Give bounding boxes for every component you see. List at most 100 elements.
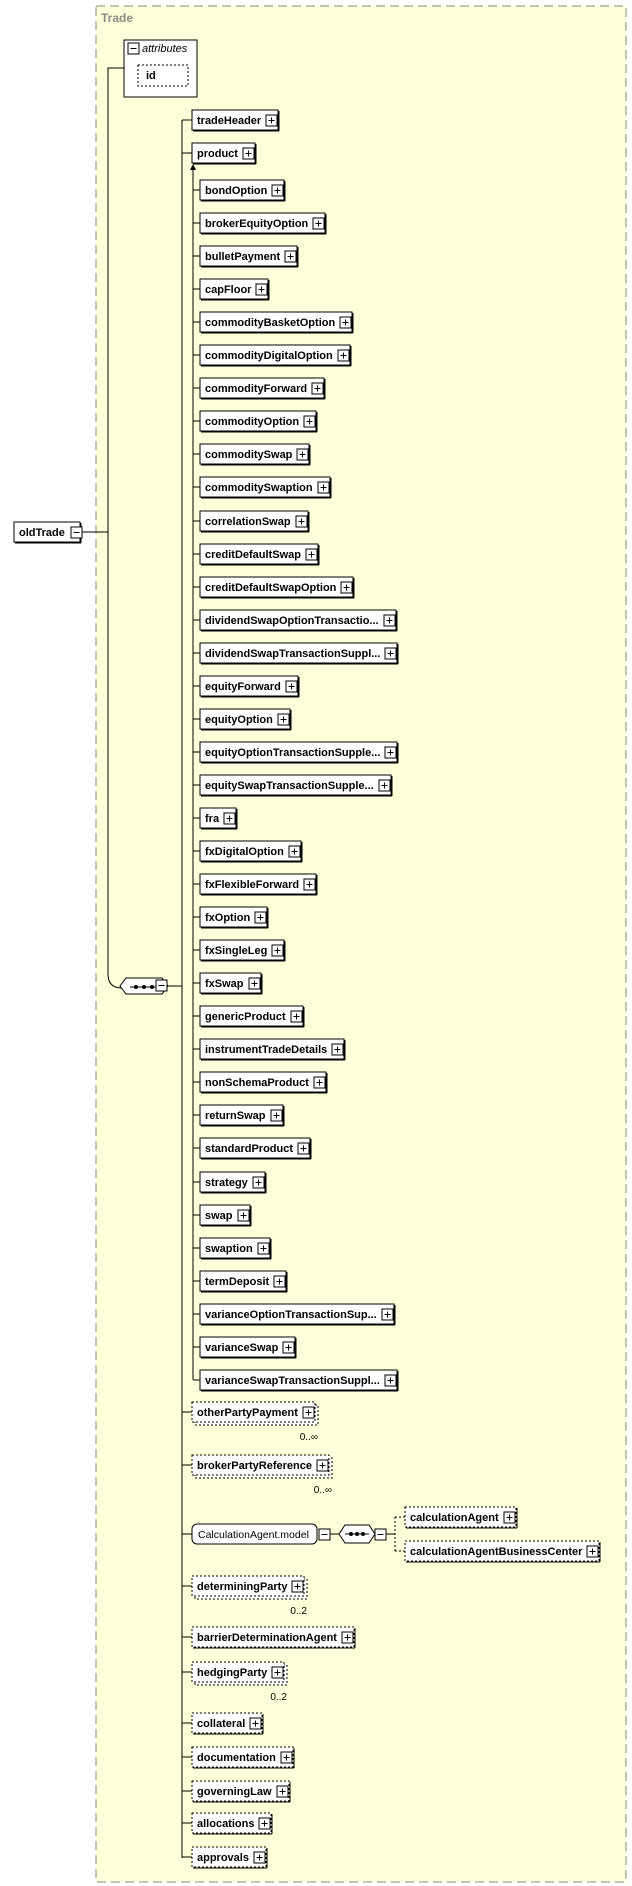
expand-icon[interactable] — [303, 415, 316, 428]
element-trade-header[interactable]: tradeHeader — [191, 109, 280, 132]
element-allocations[interactable]: allocations — [191, 1812, 273, 1835]
expand-icon[interactable] — [270, 1109, 283, 1122]
substitute-varianceoptiontransactionsup[interactable]: varianceOptionTransactionSup... — [199, 1303, 396, 1326]
choice-compositor[interactable] — [338, 1524, 387, 1544]
substitute-fxoption[interactable]: fxOption — [199, 906, 269, 929]
expand-icon[interactable] — [305, 548, 318, 561]
substitute-swaption[interactable]: swaption — [199, 1237, 272, 1260]
element-collateral[interactable]: collateral — [191, 1712, 264, 1735]
expand-icon[interactable] — [255, 283, 268, 296]
sequence-collapse-icon[interactable] — [155, 979, 168, 992]
substitute-commodityoption[interactable]: commodityOption — [199, 410, 318, 433]
expand-icon[interactable] — [284, 250, 297, 263]
root-element[interactable]: oldTrade — [13, 521, 83, 544]
expand-icon[interactable] — [303, 878, 316, 891]
expand-icon[interactable] — [384, 746, 397, 759]
element-broker-party-reference[interactable]: brokerPartyReference — [191, 1454, 333, 1479]
expand-icon[interactable] — [340, 581, 353, 594]
substitute-fxswap[interactable]: fxSwap — [199, 972, 263, 995]
expand-icon[interactable] — [271, 944, 284, 957]
substitute-termdeposit[interactable]: termDeposit — [199, 1270, 288, 1293]
expand-icon[interactable] — [295, 515, 308, 528]
substitute-capfloor[interactable]: capFloor — [199, 278, 270, 301]
substitute-fxsingleleg[interactable]: fxSingleLeg — [199, 939, 286, 962]
substitute-creditdefaultswapoption[interactable]: creditDefaultSwapOption — [199, 576, 355, 599]
group-calculation-agent-model[interactable]: CalculationAgent.model — [191, 1523, 331, 1545]
expand-icon[interactable] — [296, 448, 309, 461]
expand-icon[interactable] — [271, 184, 284, 197]
element-governinglaw[interactable]: governingLaw — [191, 1780, 291, 1803]
expand-icon[interactable] — [277, 713, 290, 726]
collapse-icon[interactable] — [127, 42, 140, 55]
root-collapse-icon[interactable] — [70, 526, 83, 539]
expand-icon[interactable] — [257, 1242, 270, 1255]
expand-icon[interactable] — [339, 316, 352, 329]
substitute-correlationswap[interactable]: correlationSwap — [199, 510, 310, 533]
substitute-bondoption[interactable]: bondOption — [199, 179, 286, 202]
element-approvals[interactable]: approvals — [191, 1846, 268, 1869]
substitute-returnswap[interactable]: returnSwap — [199, 1104, 285, 1127]
expand-icon[interactable] — [383, 614, 396, 627]
expand-icon[interactable] — [313, 1076, 326, 1089]
expand-icon[interactable] — [384, 647, 397, 660]
expand-icon[interactable] — [302, 1406, 315, 1419]
element-product[interactable]: product — [191, 142, 257, 165]
expand-icon[interactable] — [297, 1142, 310, 1155]
substitute-commodityswap[interactable]: commoditySwap — [199, 443, 311, 466]
substitute-equityoptiontransactionsupple[interactable]: equityOptionTransactionSupple... — [199, 741, 399, 764]
element-hedgingparty[interactable]: hedgingParty — [191, 1661, 288, 1686]
sequence-compositor[interactable] — [119, 977, 169, 995]
expand-icon[interactable] — [285, 680, 298, 693]
expand-icon[interactable] — [248, 977, 261, 990]
expand-icon[interactable] — [237, 1209, 250, 1222]
expand-icon[interactable] — [311, 382, 324, 395]
expand-icon[interactable] — [276, 1785, 289, 1798]
element-other-party-payment[interactable]: otherPartyPayment — [191, 1401, 319, 1426]
substitute-instrumenttradedetails[interactable]: instrumentTradeDetails — [199, 1038, 346, 1061]
substitute-strategy[interactable]: strategy — [199, 1171, 267, 1194]
expand-icon[interactable] — [265, 114, 278, 127]
substitute-creditdefaultswap[interactable]: creditDefaultSwap — [199, 543, 320, 566]
substitute-fxflexibleforward[interactable]: fxFlexibleForward — [199, 873, 318, 896]
element-barrierdeterminationagent[interactable]: barrierDeterminationAgent — [191, 1626, 356, 1649]
expand-icon[interactable] — [331, 1043, 344, 1056]
expand-icon[interactable] — [253, 1851, 266, 1864]
choice-collapse-icon[interactable] — [374, 1528, 387, 1541]
expand-icon[interactable] — [337, 349, 350, 362]
substitute-bulletpayment[interactable]: bulletPayment — [199, 245, 299, 268]
group-collapse-icon[interactable] — [318, 1528, 331, 1541]
expand-icon[interactable] — [282, 1341, 295, 1354]
substitute-genericproduct[interactable]: genericProduct — [199, 1005, 305, 1028]
substitute-commoditybasketoption[interactable]: commodityBasketOption — [199, 311, 354, 334]
expand-icon[interactable] — [312, 217, 325, 230]
expand-icon[interactable] — [317, 481, 330, 494]
expand-icon[interactable] — [258, 1817, 271, 1830]
element-documentation[interactable]: documentation — [191, 1746, 295, 1769]
expand-icon[interactable] — [288, 845, 301, 858]
substitute-equityswaptransactionsupple[interactable]: equitySwapTransactionSupple... — [199, 774, 393, 797]
element-calculation-agent[interactable]: calculationAgent — [404, 1506, 518, 1529]
substitute-nonschemaproduct[interactable]: nonSchemaProduct — [199, 1071, 328, 1094]
substitute-brokerequityoption[interactable]: brokerEquityOption — [199, 212, 327, 235]
expand-icon[interactable] — [271, 1666, 284, 1679]
substitute-dividendswaptransactionsuppl[interactable]: dividendSwapTransactionSuppl... — [199, 642, 399, 665]
expand-icon[interactable] — [291, 1580, 304, 1593]
expand-icon[interactable] — [384, 1374, 397, 1387]
expand-icon[interactable] — [254, 911, 267, 924]
substitute-standardproduct[interactable]: standardProduct — [199, 1137, 312, 1160]
expand-icon[interactable] — [273, 1275, 286, 1288]
substitute-dividendswapoptiontransactio[interactable]: dividendSwapOptionTransactio... — [199, 609, 398, 632]
substitute-commoditydigitaloption[interactable]: commodityDigitalOption — [199, 344, 352, 367]
substitute-commodityforward[interactable]: commodityForward — [199, 377, 326, 400]
substitute-equityforward[interactable]: equityForward — [199, 675, 300, 698]
expand-icon[interactable] — [586, 1545, 599, 1558]
expand-icon[interactable] — [341, 1631, 354, 1644]
substitute-commodityswaption[interactable]: commoditySwaption — [199, 476, 332, 499]
expand-icon[interactable] — [223, 812, 236, 825]
substitute-swap[interactable]: swap — [199, 1204, 252, 1227]
substitute-fra[interactable]: fra — [199, 807, 238, 830]
element-determiningparty[interactable]: determiningParty — [191, 1575, 308, 1600]
expand-icon[interactable] — [378, 779, 391, 792]
expand-icon[interactable] — [381, 1308, 394, 1321]
expand-icon[interactable] — [290, 1010, 303, 1023]
